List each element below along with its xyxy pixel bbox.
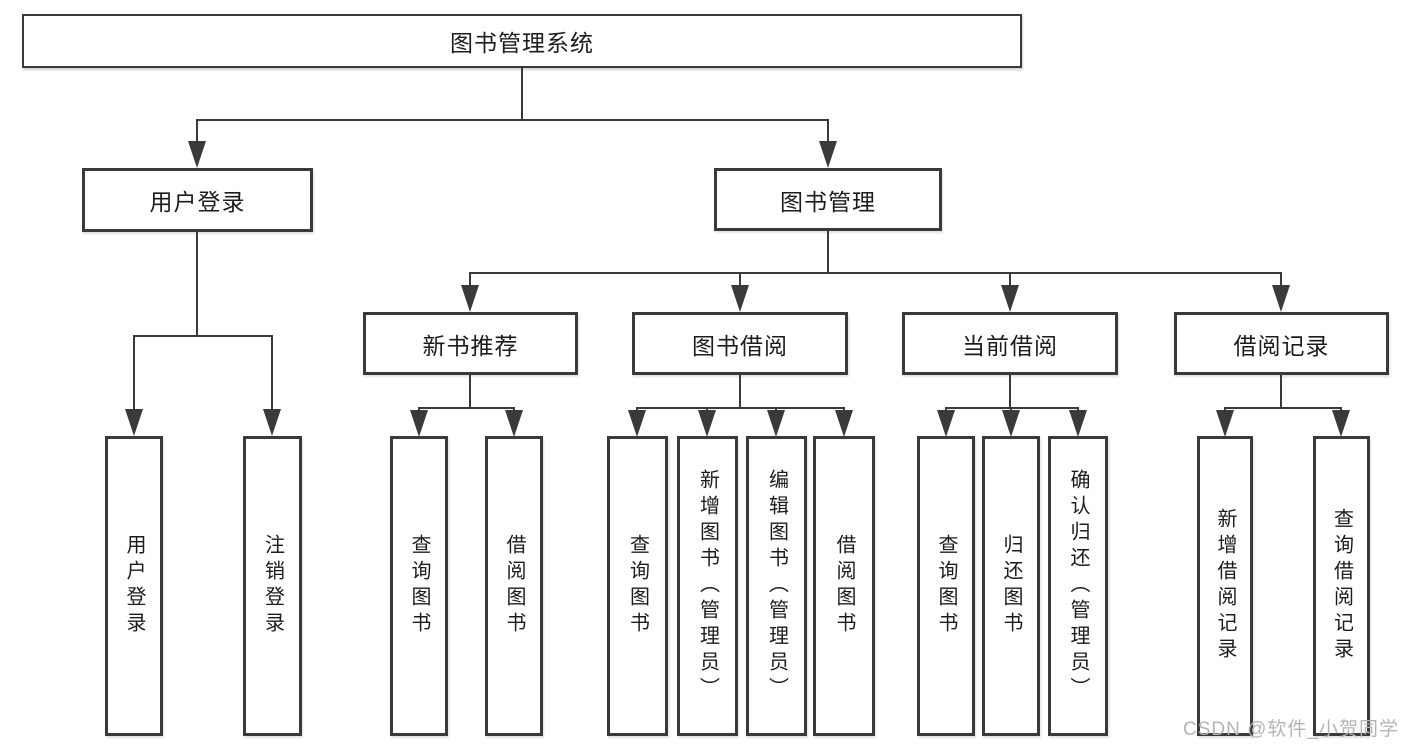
leaf-borrow-books: 借阅图书 [813,436,875,736]
line-segment [945,407,1079,409]
leaf-user-login: 用户登录 [105,436,163,736]
node-label: 借阅记录 [1233,332,1330,359]
line-segment [1224,407,1226,412]
arrow-down-icon [698,410,716,437]
line-segment [418,407,515,409]
line-segment [196,119,829,121]
leaf-query-books-current: 查询图书 [917,436,975,736]
line-segment [775,407,777,412]
line-segment [636,407,638,412]
leaf-add-books-admin: 新增图书（管理员） [677,436,738,736]
leaf-label: 新增借阅记录 [1214,508,1236,664]
node-borrow-record: 借阅记录 [1174,312,1389,375]
arrow-down-icon [1272,285,1290,312]
node-label: 用户登录 [149,189,246,215]
arrow-down-icon [628,410,646,437]
line-segment [1010,407,1012,412]
arrow-down-icon [505,410,523,437]
line-segment [1340,407,1342,412]
line-segment [1009,272,1011,288]
leaf-label: 编辑图书（管理员） [765,469,788,703]
node-book-management: 图书管理 [714,168,942,231]
line-segment [1077,407,1079,412]
line-segment [636,407,845,409]
arrow-down-icon [461,285,479,312]
line-segment [1280,375,1282,407]
line-segment [843,407,845,412]
arrow-down-icon [767,410,785,437]
arrow-down-icon [1332,410,1350,437]
line-segment [739,375,741,407]
node-label: 图书借阅 [692,332,788,359]
node-new-book-recommend: 新书推荐 [363,312,578,375]
leaf-label: 注销登录 [261,534,284,638]
leaf-label: 查询借阅记录 [1330,508,1353,664]
line-segment [1009,375,1011,407]
leaf-logout: 注销登录 [243,436,302,736]
arrow-down-icon [731,285,749,312]
line-segment [271,335,273,411]
leaf-query-books-borrow: 查询图书 [607,436,668,736]
line-segment [469,375,471,407]
leaf-label: 查询图书 [626,534,649,638]
leaf-edit-books-admin: 编辑图书（管理员） [746,436,807,736]
line-segment [133,335,273,337]
arrow-down-icon [1069,410,1087,437]
node-user-login: 用户登录 [82,168,313,232]
line-segment [827,231,829,272]
line-segment [133,335,135,411]
node-label: 新书推荐 [422,332,519,359]
arrow-down-icon [1001,285,1019,312]
arrow-down-icon [125,409,143,436]
node-book-borrow: 图书借阅 [632,312,848,375]
leaf-label: 查询图书 [408,534,430,638]
arrow-down-icon [937,410,955,437]
csdn-watermark: CSDN @软件_小贺同学 [1183,719,1399,740]
line-segment [1224,407,1342,409]
arrow-down-icon [188,141,206,168]
node-current-borrow: 当前借阅 [902,312,1118,375]
line-segment [1280,272,1282,288]
arrow-down-icon [835,410,853,437]
leaf-label: 借阅图书 [503,534,525,638]
leaf-confirm-return-admin: 确认归还（管理员） [1048,436,1108,736]
line-segment [945,407,947,412]
leaf-label: 确认归还（管理员） [1067,469,1089,703]
line-segment [418,407,420,412]
node-library-management-system: 图书管理系统 [22,14,1022,68]
leaf-add-borrow-record: 新增借阅记录 [1197,436,1253,736]
arrow-down-icon [263,409,281,436]
line-segment [469,272,1282,274]
arrow-down-icon [819,141,837,168]
leaf-label: 归还图书 [1000,534,1022,638]
node-label: 图书管理 [780,188,876,215]
leaf-borrow-books-recommend: 借阅图书 [485,436,543,736]
line-segment [513,407,515,412]
line-segment [196,119,198,144]
arrow-down-icon [1216,410,1234,437]
line-segment [739,272,741,288]
line-segment [706,407,708,412]
line-segment [827,119,829,144]
leaf-query-borrow-record: 查询借阅记录 [1313,436,1370,736]
arrow-down-icon [410,410,428,437]
leaf-label: 用户登录 [123,534,145,638]
node-label: 当前借阅 [962,332,1058,359]
node-label: 图书管理系统 [450,30,594,56]
leaf-return-books: 归还图书 [982,436,1040,736]
leaf-label: 新增图书（管理员） [696,469,719,703]
leaf-label: 查询图书 [935,534,957,638]
line-segment [521,68,523,119]
line-segment [469,272,471,288]
line-segment [196,232,198,335]
arrow-down-icon [1002,410,1020,437]
leaf-label: 借阅图书 [833,534,855,638]
leaf-query-books-recommend: 查询图书 [390,436,448,736]
